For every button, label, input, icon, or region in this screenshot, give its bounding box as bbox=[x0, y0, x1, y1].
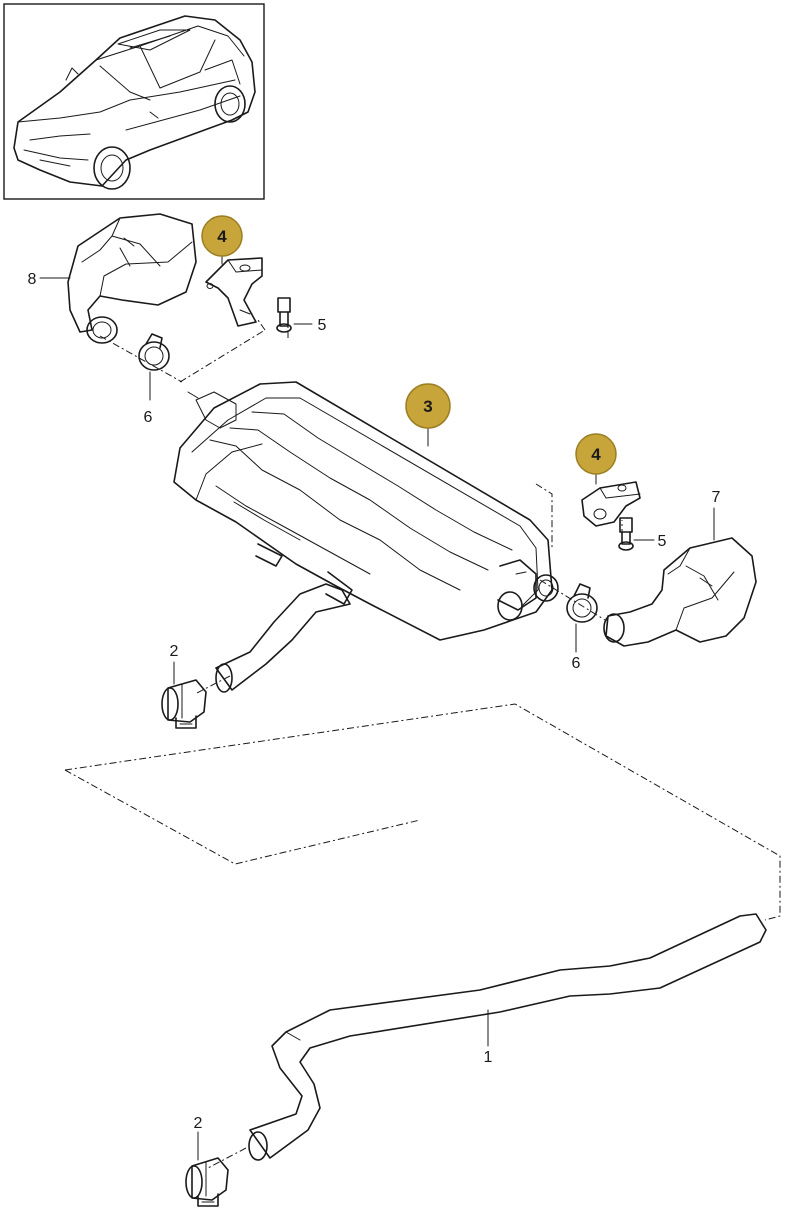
label-part-6-left[interactable]: 6 bbox=[144, 409, 153, 426]
part-6-right-clamp bbox=[566, 583, 598, 623]
part-6-left-clamp bbox=[138, 333, 170, 371]
callout-3-label: 3 bbox=[423, 397, 432, 416]
callout-4-left-label: 4 bbox=[217, 227, 227, 246]
label-part-2-upper[interactable]: 2 bbox=[170, 643, 179, 660]
label-part-5-right[interactable]: 5 bbox=[658, 533, 667, 550]
part-3-rear-silencer bbox=[173, 381, 559, 641]
callout-4-left[interactable]: 4 bbox=[201, 215, 243, 257]
label-part-7[interactable]: 7 bbox=[712, 489, 721, 506]
suv-illustration bbox=[13, 15, 256, 190]
part-2-upper-clamp bbox=[161, 679, 207, 729]
upper-connecting-pipe bbox=[215, 583, 351, 693]
part-4-left-bracket bbox=[205, 257, 263, 327]
callout-4-right-label: 4 bbox=[591, 445, 601, 464]
label-part-5-left[interactable]: 5 bbox=[318, 317, 327, 334]
label-part-1[interactable]: 1 bbox=[484, 1049, 493, 1066]
part-4-right-bracket bbox=[581, 481, 641, 527]
part-5-right-bolt bbox=[618, 517, 634, 551]
part-8-left-tailpipe bbox=[67, 213, 197, 344]
callout-4-right[interactable]: 4 bbox=[575, 433, 617, 475]
assembly-lines bbox=[64, 319, 781, 1169]
part-5-left-bolt bbox=[276, 297, 292, 333]
vehicle-thumbnail bbox=[3, 3, 265, 200]
part-1-front-pipe bbox=[248, 913, 767, 1161]
label-part-2-lower[interactable]: 2 bbox=[194, 1115, 203, 1132]
callout-3[interactable]: 3 bbox=[405, 383, 451, 429]
leader-lines bbox=[39, 255, 715, 1161]
label-part-6-right[interactable]: 6 bbox=[572, 655, 581, 672]
part-7-right-tailpipe bbox=[603, 537, 757, 647]
label-part-8[interactable]: 8 bbox=[28, 271, 37, 288]
part-2-lower-clamp bbox=[185, 1157, 229, 1207]
